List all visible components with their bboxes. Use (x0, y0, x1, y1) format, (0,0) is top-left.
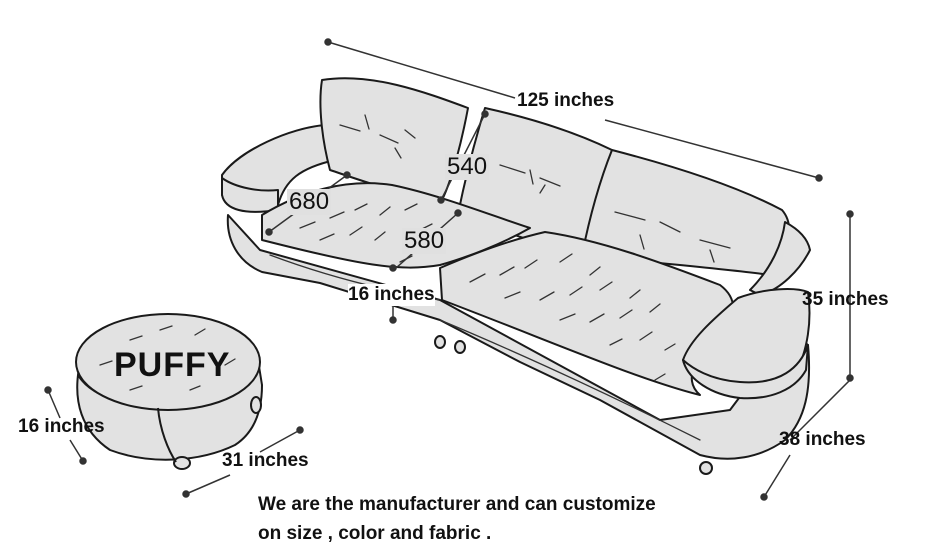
ottoman-name-label: PUFFY (114, 346, 231, 384)
sofa-right-arm-top (749, 221, 811, 296)
ottoman-height-label: 16 inches (18, 416, 105, 437)
seat-depth-mm-label: 680 (287, 188, 332, 215)
sofa-leg (454, 340, 466, 354)
ottoman-leg (173, 456, 191, 470)
manufacturer-note: We are the manufacturer and can customiz… (258, 490, 656, 548)
dimension-line-length (327, 41, 516, 99)
manufacturer-note-line-2: on size , color and fabric . (258, 523, 492, 544)
ottoman-diameter-label: 31 inches (222, 450, 309, 471)
sofa-leg (699, 461, 713, 475)
dimension-line-length (604, 119, 820, 179)
ottoman-top (75, 313, 261, 411)
manufacturer-note-line-1: We are the manufacturer and can customiz… (258, 494, 656, 515)
back-cushion-left (319, 77, 469, 201)
sofa-right-armrest-front (682, 344, 809, 400)
dimension-line-ottoman-height (69, 439, 84, 462)
dimension-line-depth (789, 379, 851, 441)
sofa-depth-label: 38 inches (779, 429, 866, 450)
seat-width-mm-label: 580 (402, 227, 447, 254)
sofa-length-label: 125 inches (517, 90, 615, 111)
sofa-height-label: 35 inches (802, 289, 889, 310)
back-cushion-mm-label: 540 (445, 153, 490, 180)
dimension-line-ottoman-diameter (185, 474, 231, 495)
dimension-line-depth (763, 454, 791, 498)
dimension-line-ottoman-height (47, 389, 61, 419)
sofa-seat-height-label: 16 inches (348, 284, 435, 306)
ottoman-leg (250, 396, 262, 414)
sofa-left-arm-front (221, 177, 279, 213)
sofa-base (226, 214, 811, 460)
sofa-leg (434, 335, 446, 349)
dimension-line-ottoman-diameter (259, 429, 301, 453)
